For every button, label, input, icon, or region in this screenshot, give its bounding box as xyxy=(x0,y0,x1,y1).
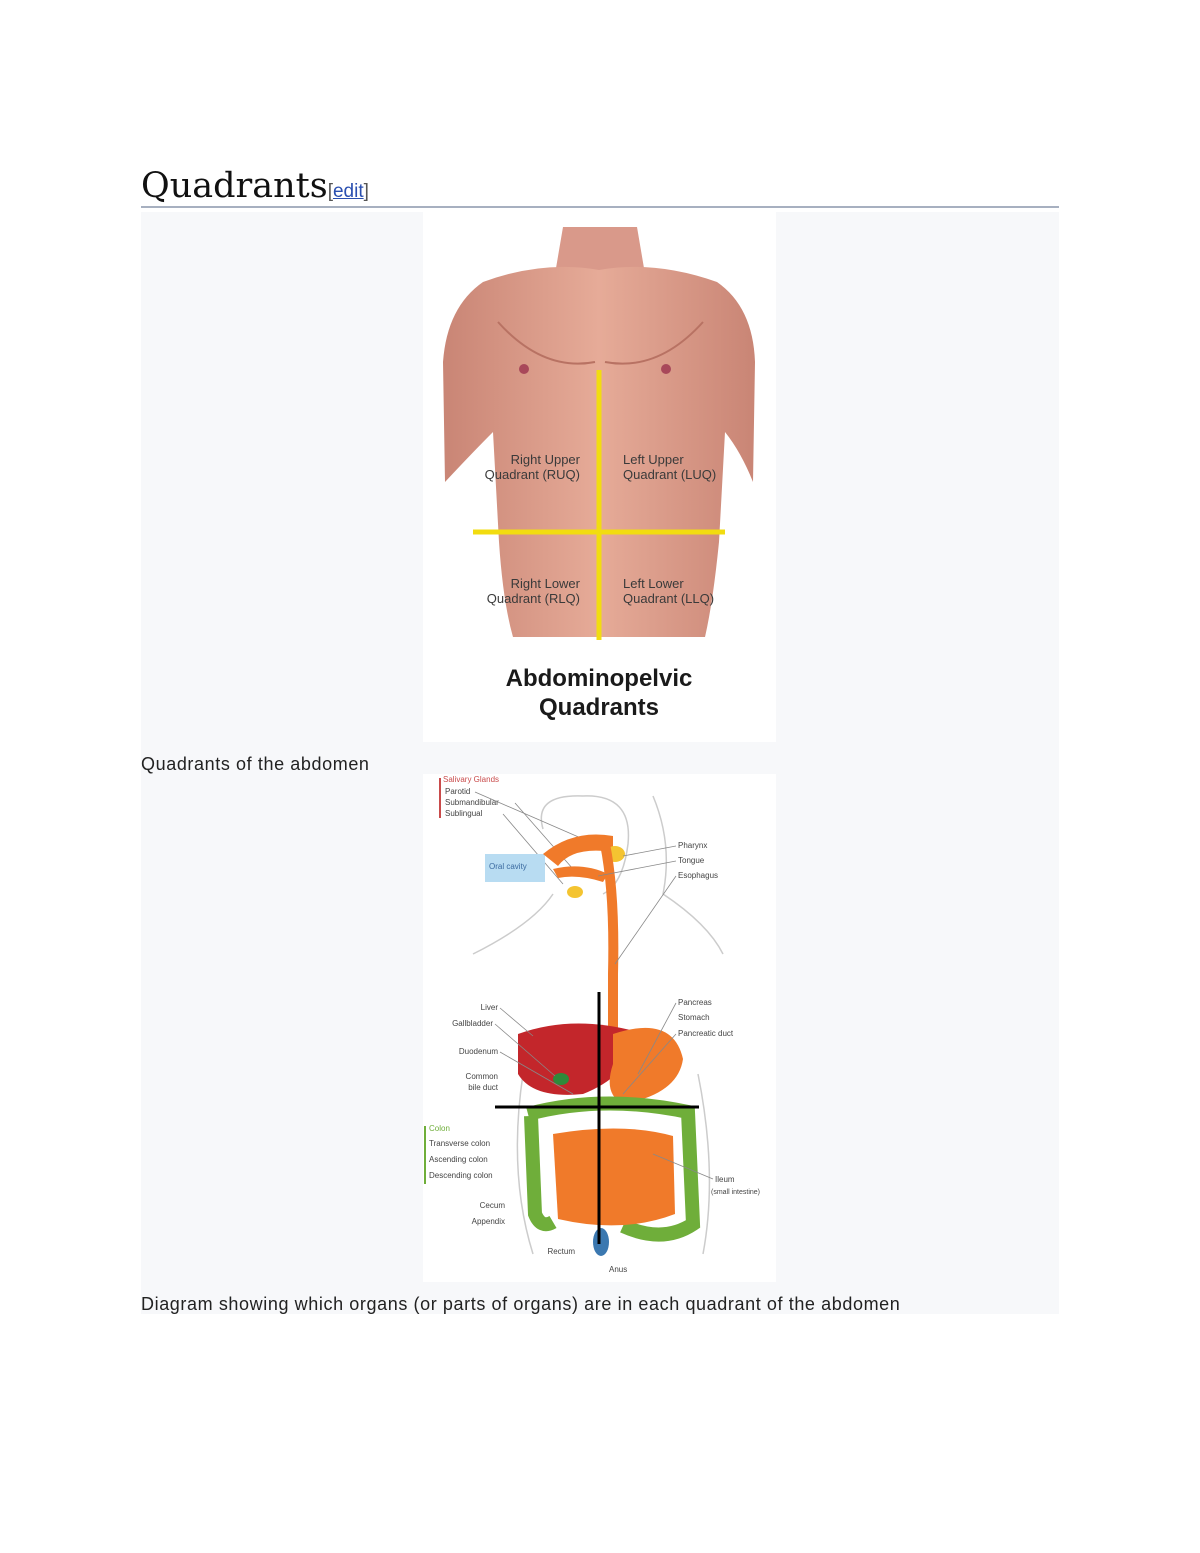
llq-label-1: Left Lower xyxy=(623,576,684,591)
ileum-label-2: (small intestine) xyxy=(711,1189,760,1196)
appendix-label: Appendix xyxy=(472,1217,505,1226)
descending-colon-label: Descending colon xyxy=(429,1171,493,1180)
pharynx-label: Pharynx xyxy=(678,841,707,850)
nipple-right xyxy=(519,364,529,374)
stomach-label: Stomach xyxy=(678,1013,710,1022)
ruq-label-1: Right Upper xyxy=(511,452,581,467)
body-outline-right xyxy=(516,1073,534,1255)
head-outline xyxy=(540,795,630,895)
common-bile-label-1: Common xyxy=(466,1072,498,1081)
colon-label: Colon xyxy=(429,1124,450,1133)
content-panel: Right Upper Quadrant (RUQ) Left Upper Qu… xyxy=(141,212,1059,1314)
rectum-label: Rectum xyxy=(547,1247,575,1256)
duodenum-label: Duodenum xyxy=(459,1047,498,1056)
salivary-label: Salivary Glands xyxy=(443,775,499,784)
figure-caption-1: Quadrants of the abdomen xyxy=(141,754,370,774)
esophagus-pointer xyxy=(614,875,677,965)
gallbladder-pointer xyxy=(494,1023,556,1077)
oral-cavity-box xyxy=(485,854,545,882)
oral-cavity-label: Oral cavity xyxy=(489,862,527,871)
digestive-diagram-figure[interactable]: Salivary Glands Parotid Submandibular Su… xyxy=(423,774,776,1282)
parotid-label: Parotid xyxy=(445,787,470,796)
pancreas-label: Pancreas xyxy=(678,998,712,1007)
submandibular-gland xyxy=(567,886,583,898)
torso-illustration: Right Upper Quadrant (RUQ) Left Upper Qu… xyxy=(443,227,755,721)
liver-pointer xyxy=(499,1007,534,1037)
section-heading: Quadrants[edit] xyxy=(141,160,1059,208)
small-intestine-shape xyxy=(553,1128,675,1226)
common-bile-label-2: bile duct xyxy=(468,1083,499,1092)
figure-title-line-1: Abdominopelvic xyxy=(506,665,693,692)
pancreas-pointer xyxy=(637,1002,677,1075)
edit-link[interactable]: edit xyxy=(332,181,364,202)
sublingual-pointer xyxy=(502,813,564,885)
section-title: Quadrants xyxy=(141,166,328,206)
ileum-pointer xyxy=(652,1153,714,1180)
liver-label: Liver xyxy=(481,1003,499,1012)
tongue-pointer xyxy=(597,860,677,877)
luq-label-1: Left Upper xyxy=(623,452,684,467)
luq-label-2: Quadrant (LUQ) xyxy=(623,467,716,482)
anus-label: Anus xyxy=(609,1265,627,1274)
tongue-label: Tongue xyxy=(678,856,705,865)
liver-shape xyxy=(518,1023,638,1095)
body-outline-left xyxy=(697,1073,711,1255)
quadrants-figure[interactable]: Right Upper Quadrant (RUQ) Left Upper Qu… xyxy=(423,212,776,742)
duodenum-pointer xyxy=(499,1051,574,1095)
ascending-colon-shape xyxy=(524,1115,557,1232)
ruq-label-2: Quadrant (RUQ) xyxy=(485,467,580,482)
llq-label-2: Quadrant (LLQ) xyxy=(623,591,714,606)
esophagus-tube xyxy=(600,843,619,1034)
ileum-label-1: Ileum xyxy=(715,1175,735,1184)
neck-outline-right xyxy=(472,893,554,955)
gallbladder-label: Gallbladder xyxy=(452,1019,493,1028)
rlq-label-1: Right Lower xyxy=(511,576,581,591)
sublingual-label: Sublingual xyxy=(445,809,483,818)
esophagus-label: Esophagus xyxy=(678,871,718,880)
pec-line-left xyxy=(604,321,704,365)
submandibular-label: Submandibular xyxy=(445,798,499,807)
digestive-illustration: Salivary Glands Parotid Submandibular Su… xyxy=(424,775,760,1274)
mouth-shape xyxy=(543,834,613,866)
cecum-label: Cecum xyxy=(480,1201,506,1210)
figure-caption-2: Diagram showing which organs (or parts o… xyxy=(141,1294,901,1314)
ascending-colon-label: Ascending colon xyxy=(429,1155,488,1164)
pharynx-pointer xyxy=(622,845,677,857)
transverse-colon-label: Transverse colon xyxy=(429,1139,490,1148)
tongue-shape xyxy=(553,866,608,882)
stomach-shape xyxy=(609,1027,683,1104)
rectum-shape xyxy=(593,1228,609,1256)
rlq-label-2: Quadrant (RLQ) xyxy=(487,591,580,606)
neck-shape xyxy=(555,227,645,274)
pancreatic-duct-label: Pancreatic duct xyxy=(678,1029,734,1038)
pec-line-right xyxy=(497,321,596,365)
gallbladder-shape xyxy=(553,1073,569,1085)
nipple-left xyxy=(661,364,671,374)
pancreatic-duct-pointer xyxy=(622,1033,677,1095)
edit-section: [edit] xyxy=(327,181,369,202)
figure-title-line-2: Quadrants xyxy=(539,694,659,721)
page-title: Quadrants[edit] xyxy=(141,166,369,212)
neck-outline-left xyxy=(652,795,724,955)
